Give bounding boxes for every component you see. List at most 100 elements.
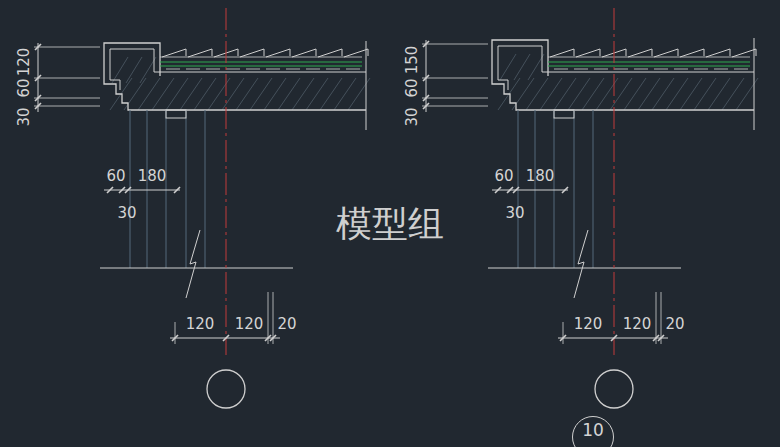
hatch: [112, 57, 128, 83]
roof-tile: [550, 49, 574, 57]
hatch: [568, 78, 590, 110]
extension-line: [422, 78, 488, 79]
hatch: [666, 78, 688, 110]
dim-tick: [119, 187, 125, 193]
dim-line: [104, 190, 180, 191]
column-line: [535, 110, 536, 268]
dim-tick: [423, 103, 429, 109]
dim-tick: [172, 335, 178, 341]
hatch: [126, 57, 142, 83]
hatch: [694, 78, 716, 110]
hatch: [736, 78, 758, 110]
dim-tick: [270, 335, 276, 341]
roof-tile: [266, 49, 290, 57]
dim-tick: [562, 187, 568, 193]
dim-tick: [560, 335, 566, 341]
dim-tick: [495, 187, 501, 193]
dimension-text: 120: [186, 317, 215, 332]
dim-tick: [35, 95, 41, 101]
extension-line: [34, 106, 100, 107]
waterproof-layer: [548, 61, 750, 62]
hatch: [264, 78, 286, 110]
dimension-text: 30: [117, 206, 136, 221]
axis-circle: [595, 370, 633, 408]
centerline: [226, 8, 227, 355]
roof-tile: [188, 49, 212, 57]
column-line: [186, 110, 187, 268]
hatch: [138, 78, 160, 110]
roof-tile: [576, 49, 600, 57]
hatch: [236, 78, 258, 110]
extension-line: [422, 106, 488, 107]
dimension-text: 120: [17, 48, 32, 77]
hatch: [166, 78, 188, 110]
hatch: [638, 78, 660, 110]
column-line: [205, 110, 206, 268]
extension-line: [175, 322, 176, 344]
dim-tick: [513, 187, 519, 193]
roof-tile: [654, 49, 678, 57]
dimension-text: 180: [526, 169, 555, 184]
dimension-text: 20: [665, 317, 684, 332]
hatch: [596, 78, 618, 110]
hatch: [334, 78, 356, 110]
insulation-layer: [554, 69, 748, 70]
dimension-text: 150: [405, 46, 420, 75]
extension-line: [656, 292, 657, 344]
dimension-text: 120: [574, 317, 603, 332]
hatch: [610, 78, 632, 110]
hatch: [512, 78, 534, 110]
extension-line: [661, 292, 662, 344]
dim-tick: [423, 75, 429, 81]
beam-cap: [166, 110, 186, 118]
dim-tick: [35, 75, 41, 81]
finish-line: [498, 46, 754, 90]
roof-tile: [706, 49, 730, 57]
cut-line: [754, 38, 755, 130]
hatch: [554, 78, 576, 110]
finish-line: [110, 49, 366, 90]
watermark: 模型组: [336, 206, 444, 242]
dim-tick: [125, 187, 131, 193]
extension-line: [422, 98, 488, 99]
column-line: [166, 110, 167, 268]
hatch: [526, 78, 548, 110]
hatch: [680, 78, 702, 110]
hatch: [514, 54, 530, 80]
roof-tile: [628, 49, 652, 57]
dimension-text: 120: [623, 317, 652, 332]
hatch: [306, 78, 328, 110]
dim-tick: [35, 103, 41, 109]
extension-line: [34, 47, 100, 48]
hatch: [180, 78, 202, 110]
centerline: [614, 8, 615, 355]
hatch: [708, 78, 730, 110]
beam-cap: [554, 110, 574, 118]
break-line: [186, 230, 200, 298]
waterproof-layer: [160, 65, 362, 66]
dimension-text: 60: [494, 169, 513, 184]
dimension-text: 30: [405, 107, 420, 126]
extension-line: [34, 78, 100, 79]
dim-tick: [174, 187, 180, 193]
roof-tile: [292, 49, 316, 57]
eave-detail: [34, 8, 370, 408]
column-line: [554, 110, 555, 268]
dim-tick: [658, 335, 664, 341]
hatch: [222, 78, 244, 110]
hatch: [320, 78, 342, 110]
dim-tick: [107, 187, 113, 193]
tile-base: [160, 57, 362, 58]
dimension-text: 60: [17, 78, 32, 97]
column-line: [593, 110, 594, 268]
column-line: [147, 110, 148, 268]
extension-line: [273, 292, 274, 344]
hatch: [124, 78, 146, 110]
detail-index-circle: 10: [572, 416, 614, 447]
dimension-text: 60: [106, 169, 125, 184]
hatch: [194, 78, 216, 110]
dim-line: [492, 190, 568, 191]
hatch: [652, 78, 674, 110]
ground-line: [488, 268, 681, 269]
column-line: [574, 110, 575, 268]
